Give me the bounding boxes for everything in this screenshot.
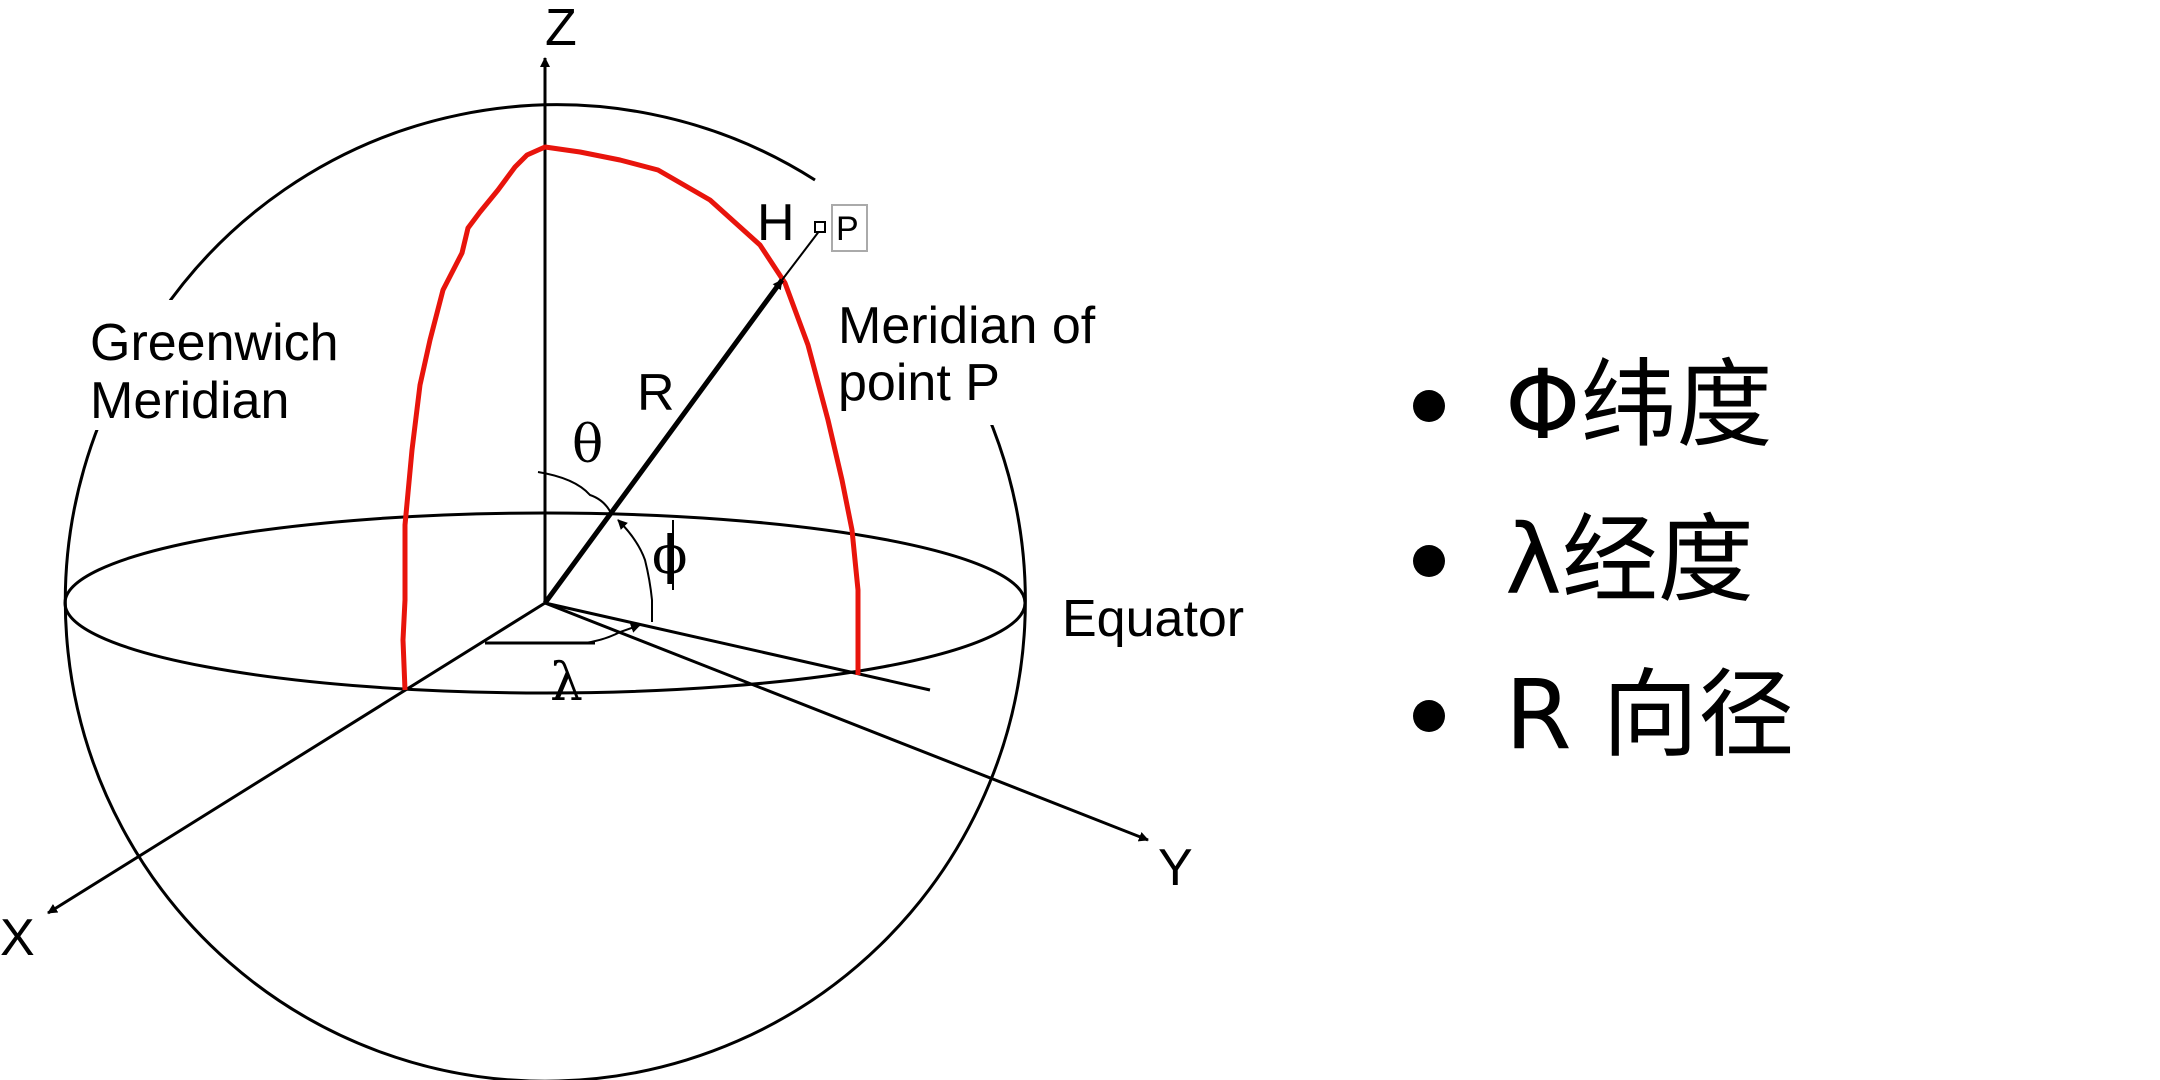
bullet-longitude-text: λ经度	[1505, 504, 1754, 616]
bullet-radius: R 向径	[1405, 650, 1794, 805]
label-gap-meridian-p	[835, 285, 1165, 425]
meridian-p-label-line1: Meridian of	[838, 297, 1096, 355]
x-axis	[47, 601, 546, 915]
equator-label: Equator	[1062, 590, 1244, 648]
bullet-dot	[1413, 545, 1445, 577]
greenwich-meridian-curve	[400, 144, 861, 691]
theta-label: θ	[572, 415, 603, 475]
h-label: H	[757, 194, 795, 252]
bullet-dot	[1413, 390, 1445, 422]
meridian-p-label-line2: point P	[838, 354, 1000, 412]
sphere-outline	[63, 294, 1027, 1080]
definition-list: Φ纬度 λ经度 R 向径	[1405, 340, 1794, 805]
equatorial-projection-line	[544, 601, 931, 692]
height-segment	[781, 229, 821, 281]
p-label: P	[836, 210, 859, 248]
y-axis	[544, 601, 1149, 842]
bullet-latitude: Φ纬度	[1405, 340, 1794, 495]
lambda-label: λ	[550, 653, 583, 713]
lambda-arc	[584, 623, 641, 644]
label-gap-greenwich	[80, 300, 390, 430]
greenwich-label-line2: Meridian	[90, 372, 289, 430]
r-label: R	[637, 364, 675, 422]
bullet-longitude: λ经度	[1405, 495, 1794, 650]
label-gap-equator	[1028, 585, 1038, 625]
point-h-marker	[814, 221, 826, 233]
theta-arc	[537, 471, 613, 516]
phi-label: ϕ	[652, 526, 687, 586]
phi-arc	[617, 519, 653, 622]
sphere-outline-top	[158, 103, 816, 316]
point-p-box	[831, 204, 868, 252]
greenwich-label-line1: Greenwich	[90, 314, 339, 372]
bullet-latitude-text: Φ纬度	[1505, 349, 1773, 461]
z-axis-label: Z	[545, 0, 577, 57]
x-axis-label: X	[0, 909, 35, 967]
bullet-radius-text: R 向径	[1505, 659, 1795, 771]
bullet-dot	[1413, 700, 1445, 732]
radius-vector	[542, 278, 785, 605]
y-axis-label: Y	[1158, 839, 1193, 897]
